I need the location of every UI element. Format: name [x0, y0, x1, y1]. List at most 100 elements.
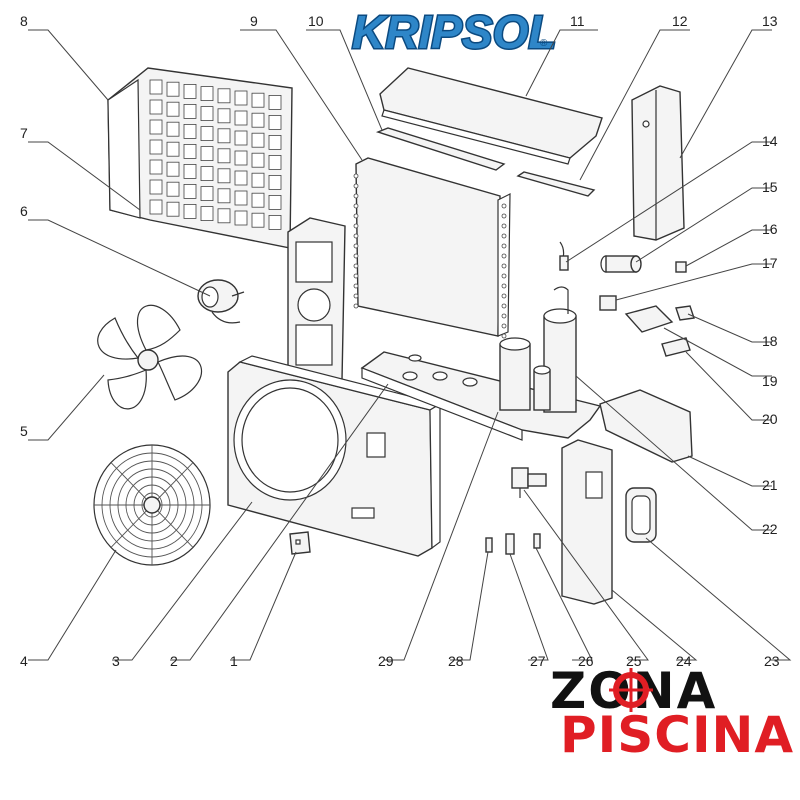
zona-piscina-line2: PISCINA [560, 706, 794, 764]
grille-cell [200, 206, 214, 222]
grille-spoke [151, 504, 194, 548]
callout-25: 25 [626, 653, 642, 669]
grille-cell [234, 110, 248, 126]
part-22-compressor [533, 286, 577, 413]
grille-cell [166, 101, 180, 117]
callout-5: 5 [20, 423, 28, 439]
grille-cell [149, 119, 163, 135]
coil-tube-end [501, 283, 507, 289]
grille-cell [183, 84, 197, 99]
grille-cell [217, 188, 231, 204]
coil-tube-end [501, 293, 507, 299]
grille-cell [200, 86, 214, 101]
callout-13: 13 [762, 13, 778, 29]
part-24-side-panel [561, 439, 613, 605]
grille-cell [217, 128, 231, 144]
coil-tube-end [353, 293, 359, 299]
coil-tube-end [353, 253, 359, 259]
grille-cell [166, 121, 180, 137]
coil-tube-end [501, 203, 507, 209]
grille-cell [234, 170, 248, 186]
grille-cell [217, 108, 231, 124]
grille-cell [251, 132, 265, 148]
part-21-electrical-cover [599, 389, 693, 463]
part-3-front-panel [227, 355, 442, 557]
coil-tube-end [353, 273, 359, 279]
part-15-capacitor [600, 255, 642, 273]
grille-cell [217, 148, 231, 164]
grille-cell [268, 115, 282, 130]
coil-tube-end [353, 263, 359, 269]
grille-cell [149, 99, 163, 115]
grille-cell [217, 208, 231, 224]
grille-cell [200, 166, 214, 182]
coil-tube-end [501, 253, 507, 259]
callout-18: 18 [762, 333, 778, 349]
grille-cell [251, 92, 265, 108]
callout-23: 23 [764, 653, 780, 669]
part-7-motor-bracket [287, 217, 346, 381]
coil-tube-end [353, 213, 359, 219]
part-14-sensor [559, 241, 569, 271]
part-1-control-panel [289, 531, 311, 555]
part-23-water-connector-cover [625, 487, 657, 543]
coil-tube-end [353, 183, 359, 189]
part-27-filter-drier [505, 533, 515, 555]
grille-cell [268, 174, 282, 190]
grille-cell [166, 201, 180, 217]
part-6-fan-motor [197, 279, 245, 324]
grille-cell [251, 192, 265, 208]
callout-2: 2 [170, 653, 178, 669]
callout-7: 7 [20, 125, 28, 141]
grille-cell [166, 181, 180, 197]
grille-cell [149, 79, 163, 95]
grille-spoke [110, 504, 153, 548]
coil-tube-end [353, 203, 359, 209]
part-11-top-cover [379, 67, 603, 165]
grille-cell [268, 194, 282, 210]
callout-28: 28 [448, 653, 464, 669]
grille-cell [200, 186, 214, 202]
callout-6: 6 [20, 203, 28, 219]
part-16-terminal [675, 261, 687, 273]
coil-tube-end [501, 263, 507, 269]
callout-14: 14 [762, 133, 778, 149]
coil-tube-end [501, 303, 507, 309]
grille-cell [183, 104, 197, 119]
part-13-side-post [631, 85, 685, 241]
coil-tube-end [353, 223, 359, 229]
grille-cell [217, 88, 231, 104]
grille-cell [234, 130, 248, 146]
callout-17: 17 [762, 255, 778, 271]
kripsol-logo: KRIPSOL KRIPSOL ® [351, 5, 558, 60]
callout-3: 3 [112, 653, 120, 669]
grille-cell [251, 172, 265, 188]
part-9-evaporator-coil [353, 157, 511, 339]
kripsol-logo-text: KRIPSOL [352, 6, 556, 58]
grille-cell [149, 179, 163, 195]
coil-tube-end [501, 333, 507, 339]
coil-tube-end [501, 233, 507, 239]
grille-spoke [110, 462, 153, 506]
callout-4: 4 [20, 653, 28, 669]
grille-cell [149, 159, 163, 175]
coil-tube-end [353, 193, 359, 199]
grille-cell [166, 141, 180, 157]
grille-cell [268, 154, 282, 170]
callout-8: 8 [20, 13, 28, 29]
part-20-terminal-block [661, 337, 691, 357]
zona-piscina-logo: ZONA PISCINA [550, 662, 794, 764]
part-8-rear-grille-panel [107, 67, 293, 249]
grille-cell [234, 150, 248, 166]
kripsol-logo-shadow: KRIPSOL [352, 6, 556, 58]
coil-tube-end [501, 213, 507, 219]
callout-24: 24 [676, 653, 692, 669]
coil-tube-end [501, 313, 507, 319]
callout-22: 22 [762, 521, 778, 537]
coil-tube-end [353, 283, 359, 289]
grille-cell [183, 163, 197, 179]
grille-cell [166, 161, 180, 177]
coil-tube-end [501, 243, 507, 249]
grille-cell [200, 106, 214, 121]
grille-cell [149, 139, 163, 155]
